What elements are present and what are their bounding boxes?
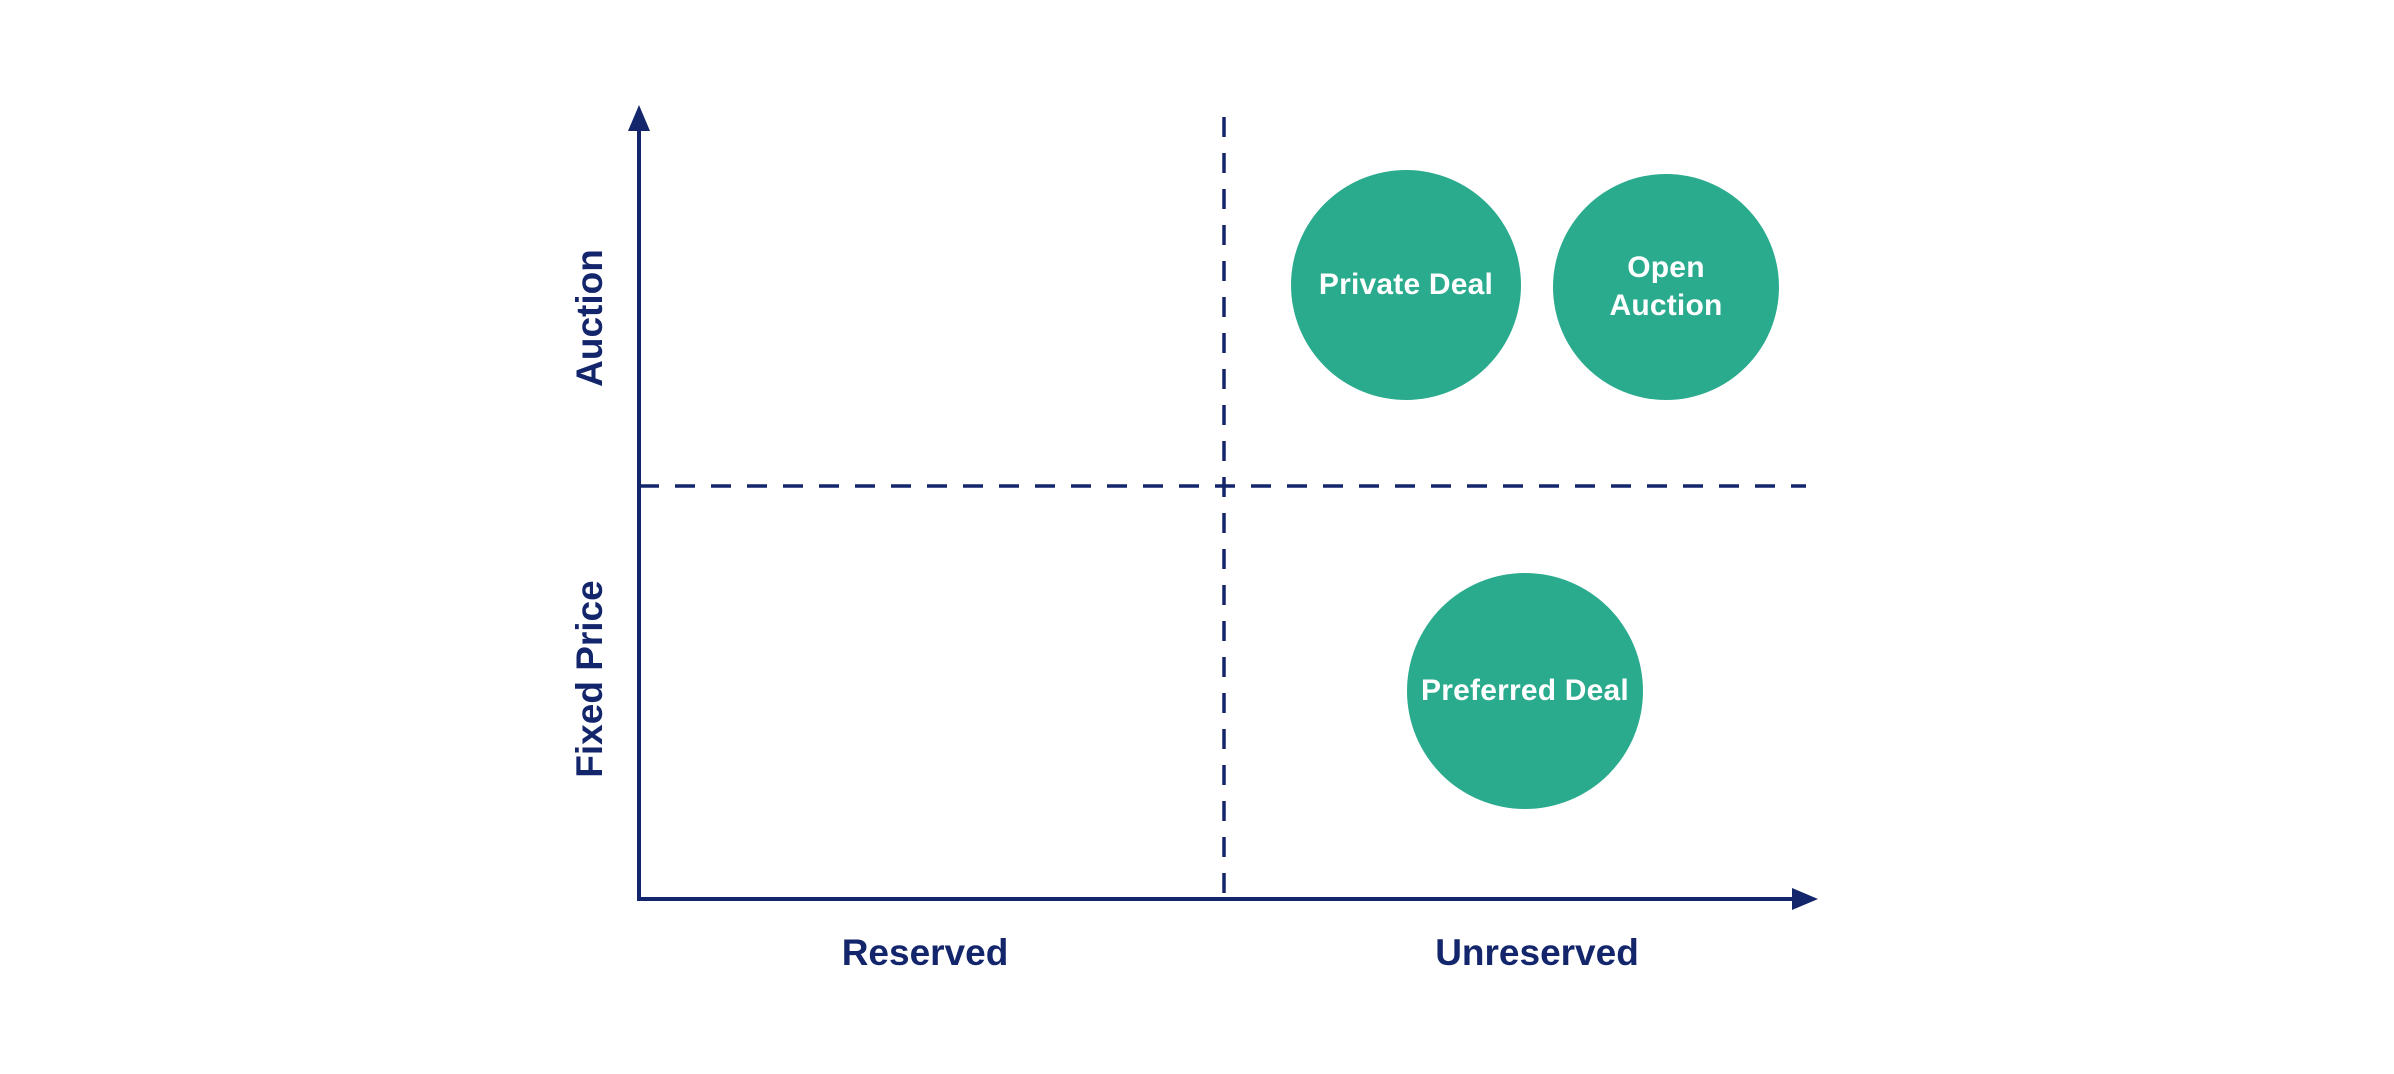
y-axis-top-label: Auction [569, 249, 610, 387]
bubble-private-deal-label: Private Deal [1318, 268, 1494, 301]
x-axis-right-label: Unreserved [1435, 932, 1639, 973]
y-axis-arrowhead-icon [628, 105, 650, 131]
bubble-preferred-deal-label: Preferred Deal [1421, 674, 1629, 707]
x-axis-left-label: Reserved [841, 932, 1009, 973]
bubble-open-auction-label: Open Auction [1609, 251, 1723, 322]
bubble-open-auction: Open Auction [1553, 174, 1779, 400]
bubble-preferred-deal: Preferred Deal [1407, 573, 1643, 809]
x-axis-arrowhead-icon [1792, 888, 1818, 910]
bubble-private-deal: Private Deal [1291, 170, 1521, 400]
y-axis-bottom-label: Fixed Price [569, 580, 610, 778]
